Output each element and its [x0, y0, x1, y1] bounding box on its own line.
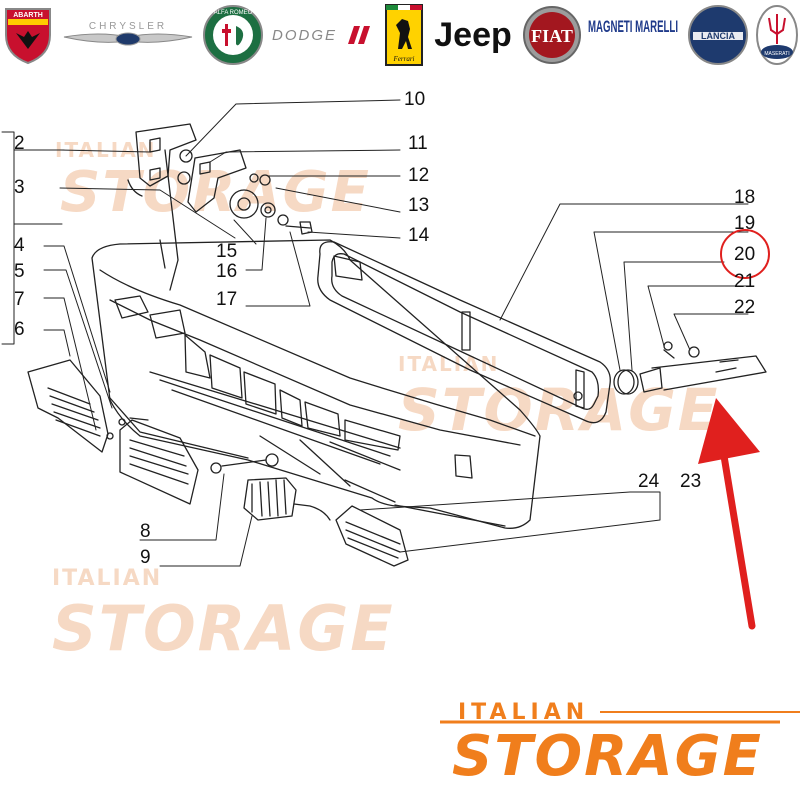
callout-23: 23: [680, 471, 702, 492]
callout-2: 2: [14, 133, 25, 154]
magneti-marelli-wordmark-icon: MAGNETI MARELLI: [588, 17, 678, 36]
callout-6: 6: [14, 319, 25, 340]
callout-22: 22: [734, 297, 756, 318]
maserati-trident-icon: MASERATI: [756, 5, 798, 65]
magneti-marelli-wordmark: MAGNETI MARELLI: [588, 17, 678, 36]
callout-17: 17: [216, 289, 238, 310]
brand-magneti-marelli-logo: MAGNETI MARELLI: [586, 0, 680, 70]
alfa-romeo-badge-icon: ALFA ROMEO: [203, 5, 263, 65]
ferrari-wordmark: Ferrari: [393, 55, 415, 63]
callout-14: 14: [408, 225, 430, 246]
callout-15: 15: [216, 241, 238, 262]
callout-24: 24: [638, 471, 660, 492]
fiat-wordmark: FIAT: [531, 26, 573, 46]
brand-alfa-romeo-logo: ALFA ROMEO: [200, 0, 266, 70]
brand-abarth-logo: ABARTH: [0, 0, 56, 70]
callout-20: 20: [734, 244, 756, 265]
jeep-wordmark: Jeep: [434, 15, 512, 54]
highlight-circle-part-20: [720, 229, 770, 279]
watermark-storage-3: STORAGE: [52, 592, 395, 665]
ferrari-prancing-horse-icon: Ferrari: [385, 4, 423, 66]
dodge-wordmark: DODGE: [272, 27, 337, 44]
lower-grille: [335, 505, 409, 567]
brand-maserati-logo: MASERATI: [754, 0, 800, 70]
callout-7: 7: [14, 289, 25, 310]
fog-lamp: [210, 453, 331, 521]
alfa-romeo-wordmark: ALFA ROMEO: [214, 10, 253, 16]
maserati-wordmark: MASERATI: [764, 51, 789, 57]
chrysler-wings-icon: CHRYSLER: [63, 21, 193, 46]
logo-rule-lines: [440, 711, 800, 724]
callout-8: 8: [140, 521, 151, 542]
callout-5: 5: [14, 261, 25, 282]
callout-18: 18: [734, 187, 756, 208]
brand-jeep-logo: Jeep: [428, 0, 518, 70]
callout-11: 11: [408, 133, 428, 154]
callout-9: 9: [140, 547, 151, 568]
bumper-body: [91, 239, 541, 529]
lancia-wordmark: LANCIA: [701, 31, 735, 41]
abarth-shield-icon: ABARTH: [5, 8, 51, 65]
watermark-italian-2: ITALIAN: [398, 352, 500, 376]
abarth-wordmark: ABARTH: [13, 12, 43, 19]
grille-panel-right: [106, 417, 199, 505]
callout-3: 3: [14, 177, 25, 198]
watermark-italian-3: ITALIAN: [52, 566, 163, 591]
callout-16: 16: [216, 261, 238, 282]
dodge-wordmark-icon: DODGE: [272, 26, 370, 44]
callout-19: 19: [734, 213, 756, 234]
callout-4: 4: [14, 235, 25, 256]
leader-lines: [1, 99, 749, 567]
callout-13: 13: [408, 195, 430, 216]
chrysler-wordmark: CHRYSLER: [89, 21, 167, 32]
bracket-assembly: [127, 123, 313, 291]
brand-chrysler-logo: CHRYSLER: [60, 0, 196, 70]
logo-storage-text: STORAGE: [452, 724, 763, 789]
brand-lancia-logo: LANCIA: [684, 0, 752, 70]
grille-panel-left: [27, 359, 109, 453]
brand-dodge-logo: DODGE: [270, 0, 378, 70]
callout-10: 10: [404, 89, 426, 110]
watermark-storage-1: STORAGE: [60, 160, 371, 225]
brand-fiat-logo: FIAT: [520, 0, 584, 70]
brand-ferrari-logo: Ferrari: [382, 0, 426, 70]
fiat-badge-icon: FIAT: [523, 6, 581, 64]
callout-12: 12: [408, 165, 430, 186]
reinforcement-bar: [317, 241, 611, 424]
red-arrow-icon: [698, 398, 760, 630]
callout-21: 21: [734, 271, 756, 292]
lancia-badge-icon: LANCIA: [688, 5, 748, 65]
